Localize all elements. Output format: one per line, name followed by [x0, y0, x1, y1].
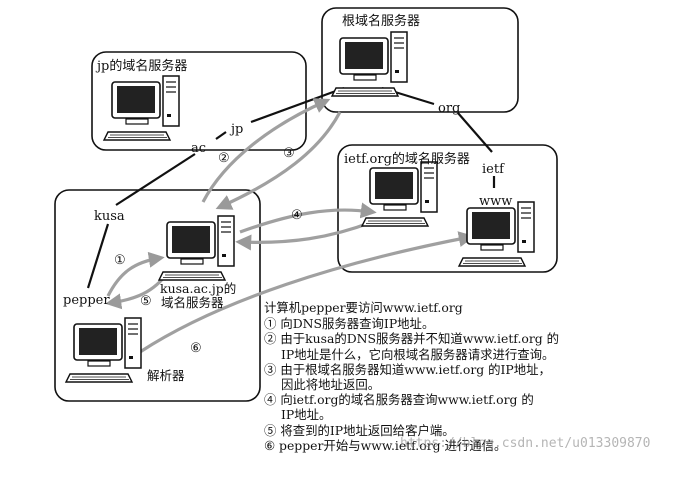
kusa-server-computer-icon	[158, 215, 235, 281]
legend-item-4: ④ 向ietf.org的域名服务器查询www.ietf.org 的	[264, 392, 534, 408]
step-3-number: ③	[283, 146, 295, 161]
legend-item-1: ① 向DNS服务器查询IP地址。	[264, 316, 435, 332]
arrow-step-4-out	[239, 202, 377, 234]
ietf-server-title: ietf.org的域名服务器	[344, 151, 470, 167]
resolver-computer-icon	[65, 317, 142, 383]
step-6-number: ⑥	[190, 341, 202, 356]
legend-item-3: ③ 由于根域名服务器知道www.ietf.org 的IP地址，	[264, 361, 551, 377]
jp-server-computer-icon	[103, 75, 180, 141]
legend-item-2: ② 由于kusa的DNS服务器并不知道www.ietf.org 的	[264, 331, 560, 347]
jp-server-title: jp的域名服务器	[95, 58, 187, 74]
kusa-server-caption-2: 域名服务器	[161, 295, 224, 310]
step-2-number: ②	[218, 151, 230, 166]
www-server-computer-icon	[458, 201, 535, 267]
legend-item-5: ⑤ 将查到的IP地址返回给客户端。	[264, 422, 455, 438]
label-pepper: pepper	[63, 293, 110, 308]
label-jp: jp	[229, 122, 243, 137]
arrow-step-5	[105, 274, 167, 310]
ietf-server-computer-icon	[361, 161, 438, 227]
arrow-step-1	[106, 251, 165, 297]
legend-item-2-cont: IP地址是什么，它向根域名服务器请求进行查询。	[281, 346, 555, 362]
arrow-step-3	[215, 111, 342, 210]
legend-item-4-cont: IP地址。	[281, 407, 332, 423]
kusa-server-caption-1: kusa.ac.jp的	[160, 281, 236, 296]
ietf-server-box	[337, 144, 558, 273]
query-arrows	[105, 98, 475, 354]
legend-title: 计算机pepper要访问www.ietf.org	[264, 300, 463, 315]
legend: 计算机pepper要访问www.ietf.org ① 向DNS服务器查询IP地址…	[264, 300, 664, 453]
root-server-title: 根域名服务器	[342, 13, 420, 29]
label-ac: ac	[191, 141, 206, 156]
step-5-number: ⑤	[140, 294, 152, 309]
arrow-step-2	[201, 98, 331, 203]
root-server-computer-icon	[331, 31, 408, 97]
root-server-box	[321, 7, 519, 113]
label-org: org	[438, 101, 460, 116]
resolver-caption: 解析器	[147, 368, 185, 383]
arrow-step-6	[139, 231, 475, 354]
label-www: www	[479, 194, 512, 209]
label-ietf: ietf	[482, 162, 505, 177]
arrow-step-4-back	[235, 220, 373, 251]
legend-item-6: ⑥ pepper开始与www.ietf.org 进行通信。	[264, 437, 507, 453]
legend-item-3-cont: 因此将地址返回。	[281, 377, 381, 393]
step-1-number: ①	[114, 253, 126, 268]
local-network-box	[54, 189, 261, 402]
watermark: https://blog.csdn.net/u013309870	[400, 436, 651, 451]
step-4-number: ④	[291, 208, 303, 223]
label-kusa: kusa	[94, 209, 125, 224]
domain-tree-lines	[86, 86, 496, 289]
